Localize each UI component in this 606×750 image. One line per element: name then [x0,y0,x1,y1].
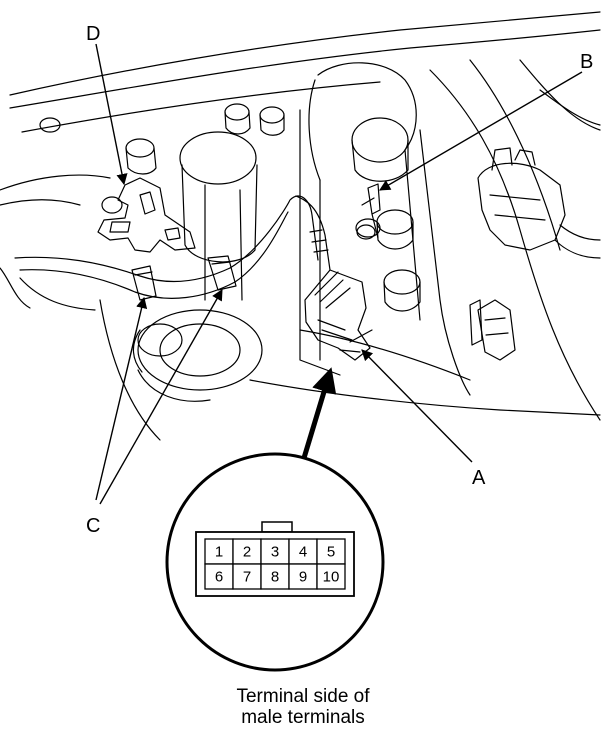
callout-d: D [86,23,100,45]
leader-d [95,43,128,186]
diagram-caption: Terminal side of male terminals [0,686,606,728]
leader-lines [95,43,583,505]
pin-cell [260,563,290,590]
caption-line-1: Terminal side of [236,686,370,707]
callout-b: B [580,51,593,73]
engine-compartment-drawing [0,11,601,441]
leader-b [379,71,583,191]
leader-c-left [95,296,148,501]
connector-detail-view: 1 2 3 4 5 6 7 8 9 10 [165,452,385,672]
leader-c-right [99,289,223,505]
pin-number: 2 [243,544,251,561]
callout-c: C [86,515,100,537]
pin-cell [288,563,318,590]
pin-number: 8 [271,569,279,586]
connector-pin-grid: 1 2 3 4 5 6 7 8 9 10 [204,538,346,590]
pin-cell [316,563,346,590]
pin-number: 10 [323,569,340,586]
pin-number: 6 [215,569,223,586]
pin-cell [288,538,318,565]
pin-number: 5 [327,544,335,561]
caption-line-2: male terminals [241,707,365,728]
pin-number: 7 [243,569,251,586]
connector-latch [261,521,293,533]
pin-number: 4 [299,544,307,561]
pin-cell [204,538,234,565]
pin-cell [204,563,234,590]
pin-number: 1 [215,544,223,561]
pin-cell [232,563,262,590]
detail-pointer [301,367,337,459]
pin-number: 3 [271,544,279,561]
callout-a: A [472,467,486,489]
leader-a [361,349,473,463]
pin-cell [260,538,290,565]
pin-number: 9 [299,569,307,586]
